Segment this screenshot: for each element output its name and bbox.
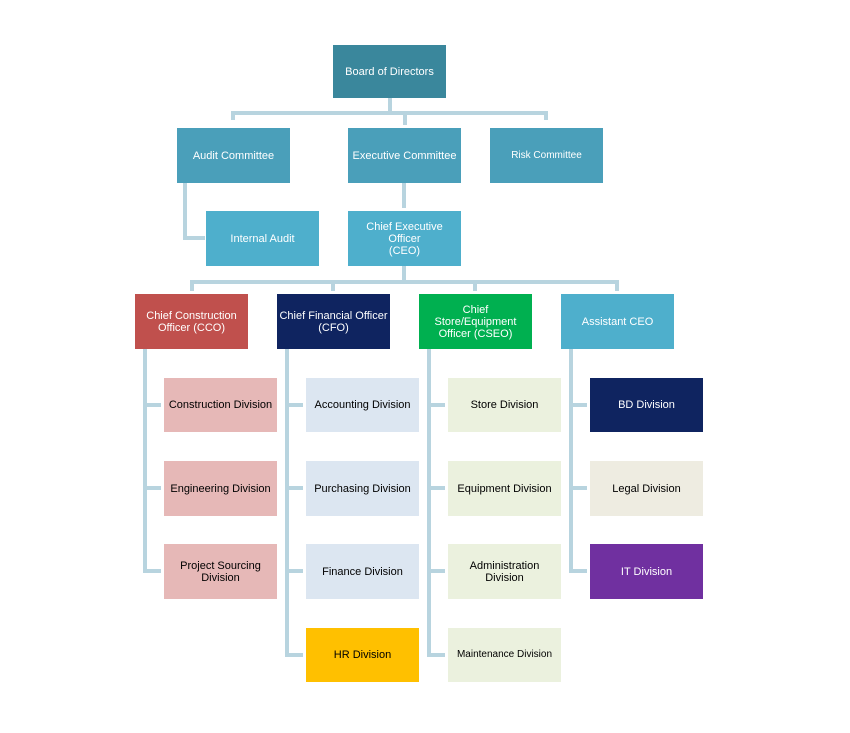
ceo-label: Chief Executive Officer (CEO): [366, 220, 443, 257]
executive-committee-label: Executive Committee: [352, 149, 457, 162]
audit-committee-box: Audit Committee: [177, 128, 290, 183]
project-sourcing-division-label: Project Sourcing Division: [180, 559, 261, 584]
maintenance-division-label: Maintenance Division: [456, 649, 553, 660]
administration-division-box: Administration Division: [448, 544, 561, 599]
engineering-division-box: Engineering Division: [164, 461, 277, 516]
finance-division-label: Finance Division: [322, 565, 403, 578]
cfo-label: Chief Financial Officer (CFO): [279, 309, 388, 334]
equipment-division-label: Equipment Division: [457, 482, 552, 495]
connector-cseo-divisions: [427, 347, 445, 657]
internal-audit-label: Internal Audit: [230, 232, 295, 245]
maintenance-division-box: Maintenance Division: [448, 628, 561, 682]
legal-division-box: Legal Division: [590, 461, 703, 516]
cseo-label: Chief Store/Equipment Officer (CSEO): [434, 303, 517, 340]
assistant-ceo-label: Assistant CEO: [581, 315, 654, 328]
it-division-label: IT Division: [620, 565, 673, 578]
it-division-box: IT Division: [590, 544, 703, 599]
construction-division-box: Construction Division: [164, 378, 277, 432]
cco-label: Chief Construction Officer (CCO): [146, 309, 237, 334]
administration-division-label: Administration Division: [469, 559, 540, 584]
engineering-division-label: Engineering Division: [170, 482, 271, 495]
connector-board-committees: [231, 96, 548, 125]
store-division-box: Store Division: [448, 378, 561, 432]
bd-division-label: BD Division: [618, 399, 675, 411]
purchasing-division-box: Purchasing Division: [306, 461, 419, 516]
cfo-box: Chief Financial Officer (CFO): [277, 294, 390, 349]
hr-division-box: HR Division: [306, 628, 419, 682]
connector-audit-internal: [183, 181, 205, 240]
connector-cco-divisions: [143, 347, 161, 573]
accounting-division-box: Accounting Division: [306, 378, 419, 432]
risk-committee-label: Risk Committee: [511, 149, 582, 161]
assistant-ceo-box: Assistant CEO: [561, 294, 674, 349]
construction-division-label: Construction Division: [168, 399, 273, 411]
connector-ceo-chiefs: [190, 264, 619, 291]
hr-division-label: HR Division: [333, 649, 392, 661]
accounting-division-label: Accounting Division: [314, 399, 411, 411]
legal-division-label: Legal Division: [612, 482, 681, 495]
cseo-box: Chief Store/Equipment Officer (CSEO): [419, 294, 532, 349]
connector-cfo-divisions: [285, 347, 303, 657]
equipment-division-box: Equipment Division: [448, 461, 561, 516]
executive-committee-box: Executive Committee: [348, 128, 461, 183]
project-sourcing-division-box: Project Sourcing Division: [164, 544, 277, 599]
audit-committee-label: Audit Committee: [192, 149, 275, 162]
board-of-directors-box: Board of Directors: [333, 45, 446, 98]
cco-box: Chief Construction Officer (CCO): [135, 294, 248, 349]
board-of-directors-label: Board of Directors: [345, 65, 434, 78]
store-division-label: Store Division: [470, 399, 539, 411]
finance-division-box: Finance Division: [306, 544, 419, 599]
risk-committee-box: Risk Committee: [490, 128, 603, 183]
purchasing-division-label: Purchasing Division: [314, 482, 411, 495]
ceo-box: Chief Executive Officer (CEO): [348, 211, 461, 266]
bd-division-box: BD Division: [590, 378, 703, 432]
connector-asst-divisions: [569, 347, 587, 573]
internal-audit-box: Internal Audit: [206, 211, 319, 266]
